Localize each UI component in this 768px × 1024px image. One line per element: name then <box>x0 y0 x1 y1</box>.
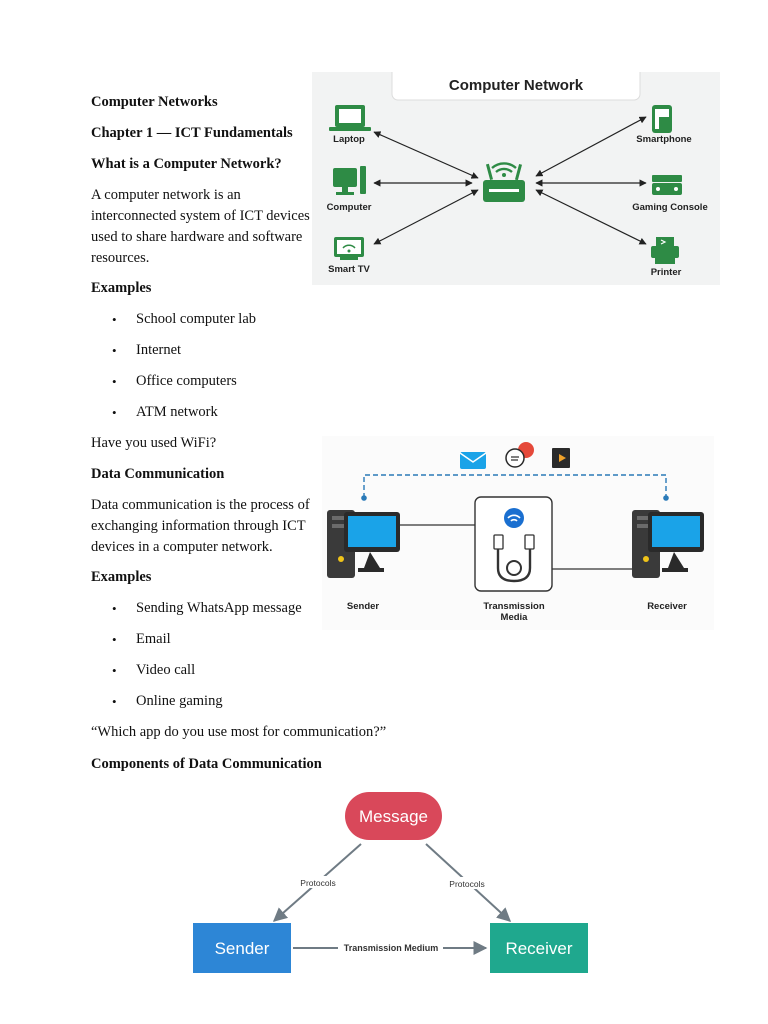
paragraph-network-definition: A computer network is an interconnected … <box>91 187 310 266</box>
list-item: Email <box>112 629 302 660</box>
message-node <box>345 792 442 840</box>
protocols-label-right: Protocols <box>449 879 484 889</box>
computer-network-figure: Computer Network Laptop <box>312 72 720 285</box>
list-item: ATM network <box>112 402 256 433</box>
smartphone-label: Smartphone <box>636 134 691 145</box>
chat-bubbles-icon <box>505 442 534 468</box>
receiver-computer-icon <box>632 510 704 578</box>
section-heading-components: Components of Data Communication <box>91 756 322 772</box>
arrow-router-printer <box>535 189 647 245</box>
figure-title: Computer Network <box>449 77 584 94</box>
section-heading-data-communication: Data Communication <box>91 466 225 482</box>
dashed-route-line <box>363 474 667 498</box>
list-item: Sending WhatsApp message <box>112 598 302 629</box>
examples-heading-2: Examples <box>91 569 152 585</box>
transmission-media-box <box>474 496 553 592</box>
examples-list-2: Sending WhatsApp message Email Video cal… <box>112 598 302 722</box>
printer-label: Printer <box>651 267 682 278</box>
sender-label: Sender <box>347 601 380 612</box>
sender-node-label: Sender <box>215 939 270 958</box>
computer-icon <box>333 166 366 195</box>
list-item: Internet <box>112 340 256 371</box>
examples-list-1: School computer lab Internet Office comp… <box>112 309 256 433</box>
question-communication-app: “Which app do you use most for communica… <box>91 724 387 740</box>
title-box <box>391 72 641 101</box>
receiver-label: Receiver <box>647 601 687 612</box>
smartphone-icon <box>652 105 672 133</box>
list-item: Video call <box>112 660 302 691</box>
chapter-heading: Chapter 1 — ICT Fundamentals <box>91 125 293 141</box>
list-item: Online gaming <box>112 691 302 722</box>
components-figure: Message Sender Receiver Protocols Protoc… <box>193 792 588 973</box>
sender-node <box>193 923 291 973</box>
message-label: Message <box>359 807 428 826</box>
receiver-node-label: Receiver <box>505 939 572 958</box>
gaming-console-label: Gaming Console <box>632 202 707 213</box>
arrow-tv-router <box>373 189 479 245</box>
smart-tv-icon <box>334 237 364 260</box>
wifi-router-icon <box>483 162 525 202</box>
arrow-router-smartphone <box>535 116 647 177</box>
protocols-label-left: Protocols <box>300 878 335 888</box>
receiver-node <box>490 923 588 973</box>
list-item: Office computers <box>112 371 256 402</box>
transmission-medium-label: Transmission Medium <box>344 943 439 953</box>
data-communication-figure: Sender Transmission Media Receiver <box>322 436 714 630</box>
examples-heading-1: Examples <box>91 280 152 296</box>
email-icon <box>459 452 487 469</box>
printer-icon <box>651 237 679 264</box>
computer-label: Computer <box>327 202 372 213</box>
transmission-media-label-2: Media <box>501 612 529 623</box>
smart-tv-label: Smart TV <box>328 264 370 275</box>
subject-heading: Computer Networks <box>91 94 218 110</box>
section-heading-what-is-network: What is a Computer Network? <box>91 156 282 172</box>
laptop-label: Laptop <box>333 134 365 145</box>
sender-computer-icon <box>327 510 400 578</box>
arrow-laptop-router <box>373 131 479 179</box>
paragraph-data-communication: Data communication is the process of exc… <box>91 497 310 555</box>
transmission-media-label-1: Transmission <box>483 601 544 612</box>
gaming-console-icon <box>652 175 682 195</box>
route-dot-right <box>663 495 669 501</box>
video-file-icon <box>552 448 570 468</box>
laptop-icon <box>329 105 371 131</box>
route-dot-left <box>361 495 367 501</box>
question-wifi: Have you used WiFi? <box>91 435 217 451</box>
list-item: School computer lab <box>112 309 256 340</box>
